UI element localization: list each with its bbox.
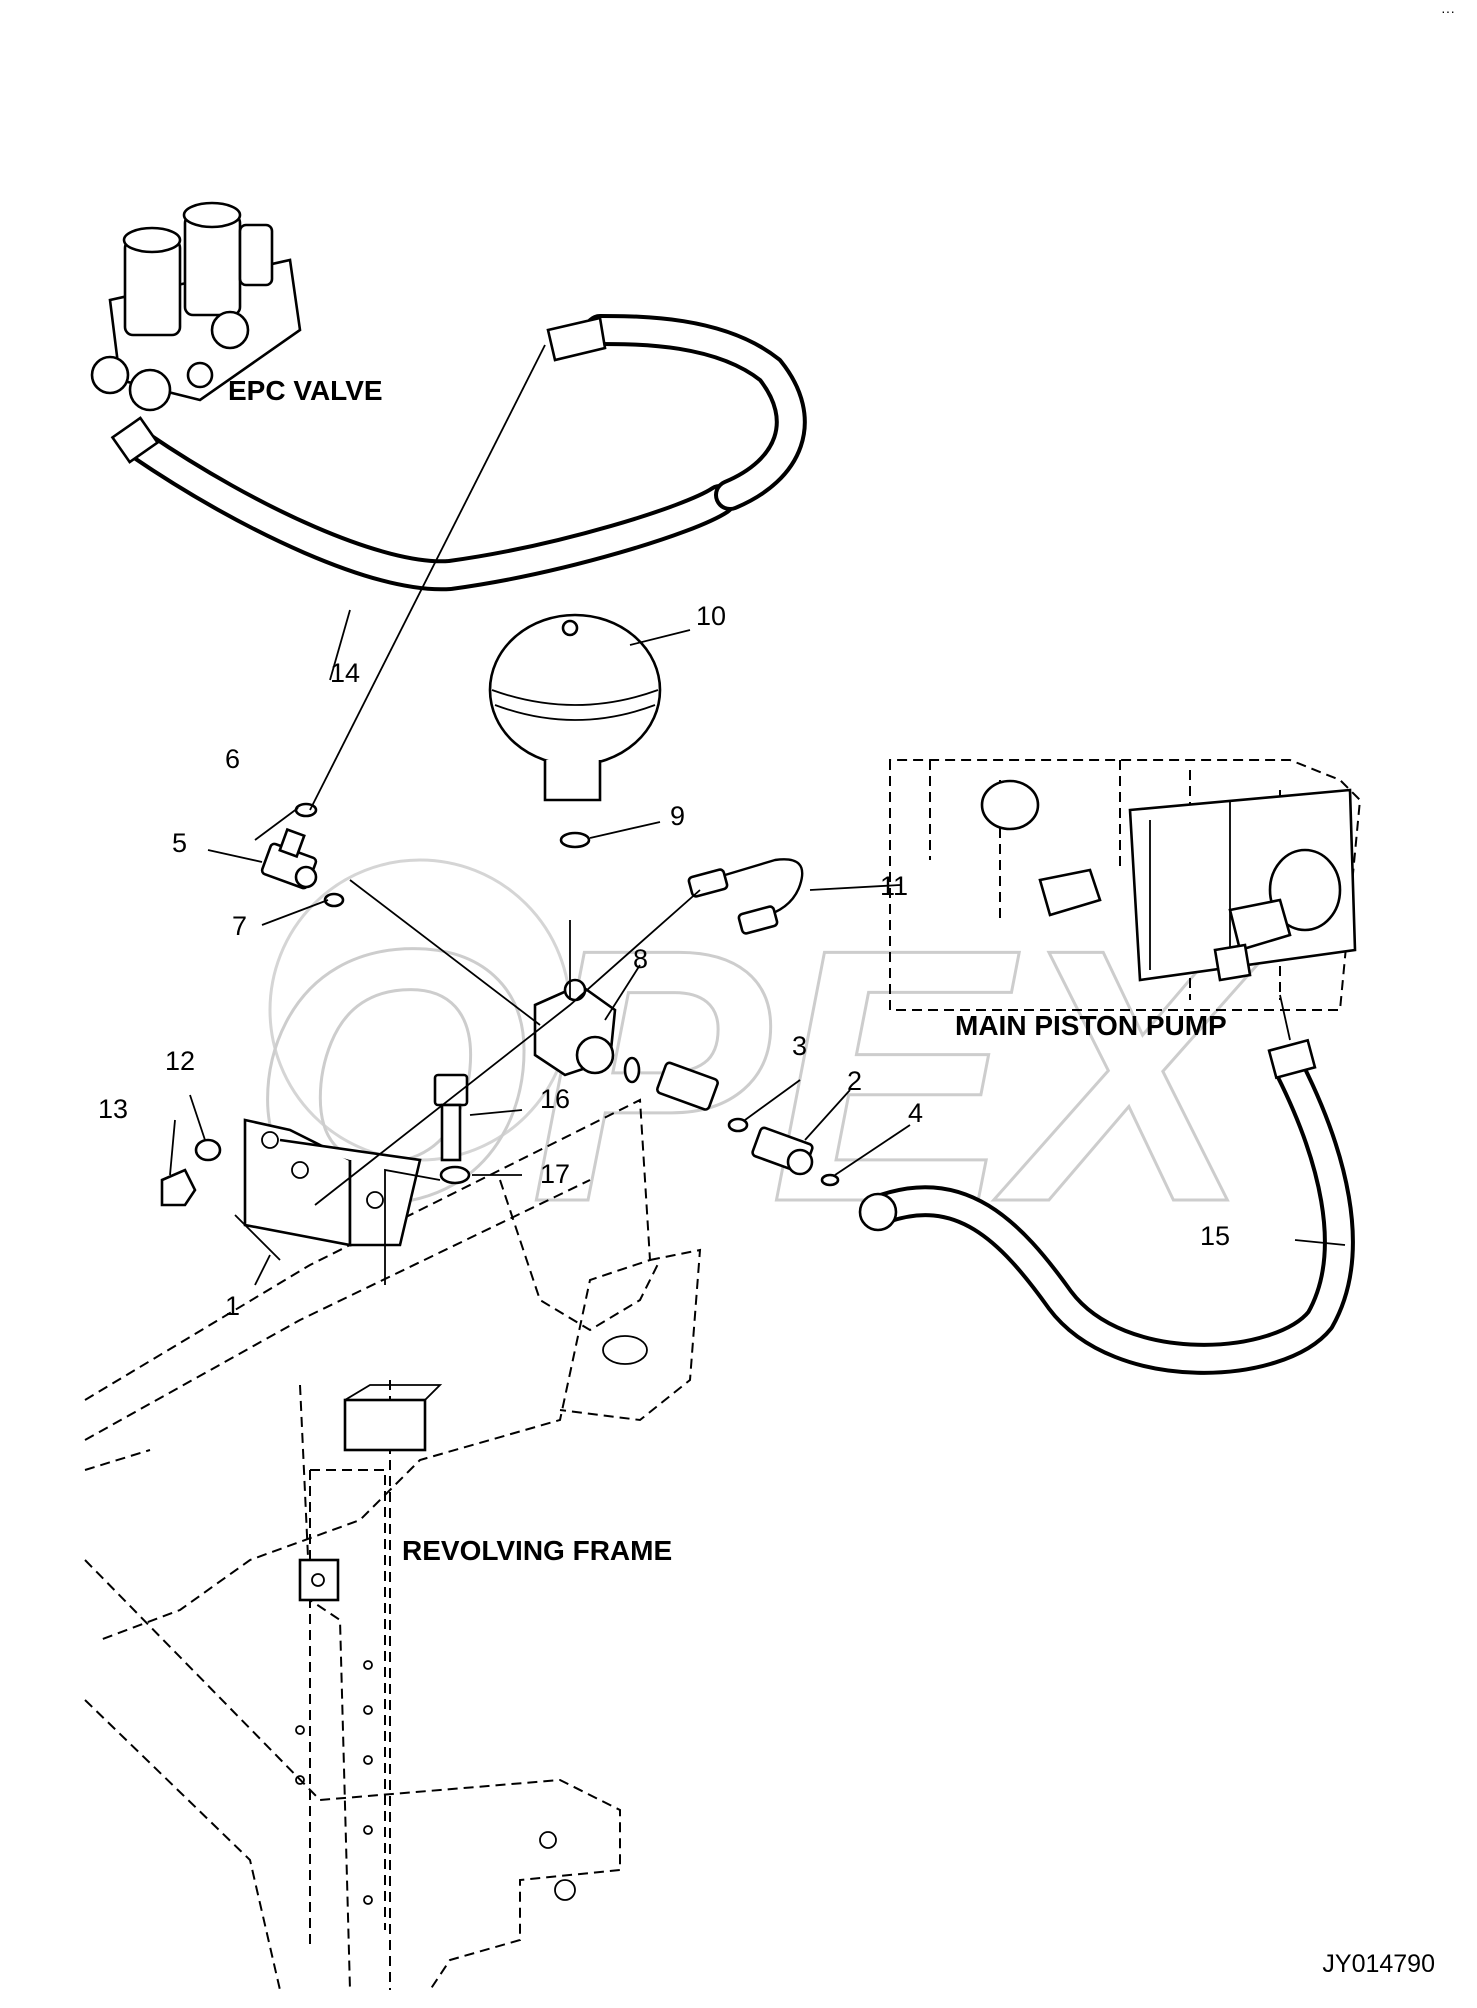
accumulator-10 [488,613,662,802]
bolt-16 [433,1073,469,1162]
callout-17: 17 [540,1159,570,1189]
callout-4: 4 [908,1098,923,1128]
callout-7: 7 [232,911,247,941]
revolving-frame-label: REVOLVING FRAME [402,1535,672,1566]
washer-17 [439,1165,471,1185]
o-ring-small [623,1056,641,1084]
block-8 [533,978,617,1077]
drawing-ref-code: JY014790 [1322,1950,1435,1978]
adapter-3 [655,1061,719,1111]
elbow-2 [751,1126,814,1176]
watermark-text: OPEX [250,875,1269,1277]
hose-14 [110,314,807,592]
callout-14: 14 [330,658,360,688]
callout-numbers: 1 2 3 4 5 6 7 8 9 10 11 12 13 14 15 16 1… [98,601,1230,1321]
callout-15: 15 [1200,1221,1230,1251]
o-ring-9 [559,831,591,849]
o-ring-7 [323,892,345,908]
callout-8: 8 [633,944,648,974]
corner-mark: ··· [1441,3,1455,19]
callout-11: 11 [880,871,908,901]
epc-valve [90,201,302,412]
callout-12: 12 [165,1046,195,1076]
revolving-frame [84,1098,702,1991]
callout-10: 10 [696,601,726,631]
callout-3: 3 [792,1031,807,1061]
main-piston-pump-label: MAIN PISTON PUMP [955,1010,1227,1041]
callout-9: 9 [670,801,685,831]
callout-5: 5 [172,828,187,858]
callout-13: 13 [98,1094,128,1124]
tube-11 [687,858,804,935]
nut-13 [160,1168,197,1207]
main-piston-pump [889,759,1362,1011]
o-ring-4 [820,1173,840,1187]
leader-lines [169,344,1346,1286]
callout-2: 2 [847,1066,862,1096]
fitting-5 [260,827,318,890]
callout-6: 6 [225,744,240,774]
washer-12 [194,1138,222,1162]
o-ring-3 [727,1117,749,1133]
hose-15 [858,1038,1355,1375]
epc-valve-label: EPC VALVE [228,375,383,406]
opex-watermark: OPEX [249,858,1271,1279]
callout-16: 16 [540,1084,570,1114]
callout-1: 1 [225,1291,240,1321]
